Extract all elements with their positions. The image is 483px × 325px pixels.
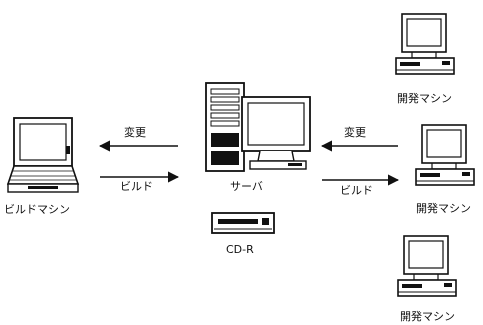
edge-label-build-left: ビルド	[120, 180, 153, 193]
dev-machine-top-label: 開発マシン	[397, 92, 452, 105]
edge-label-build-right: ビルド	[340, 184, 373, 197]
build-machine-label: ビルドマシン	[4, 203, 70, 216]
build-machine-icon	[6, 117, 80, 193]
dev-machine-top-icon	[395, 13, 455, 75]
server-icon	[205, 82, 311, 172]
cdr-label: CD-R	[226, 243, 254, 256]
server-label: サーバ	[230, 180, 263, 193]
dev-machine-mid-label: 開発マシン	[416, 202, 471, 215]
edge-label-change-left: 変更	[124, 126, 146, 139]
edge-label-change-right: 変更	[344, 126, 366, 139]
cdr-drive-icon	[211, 212, 275, 234]
dev-machine-bottom-label: 開発マシン	[400, 310, 455, 323]
dev-machine-mid-icon	[415, 124, 475, 186]
dev-machine-bottom-icon	[397, 235, 457, 297]
